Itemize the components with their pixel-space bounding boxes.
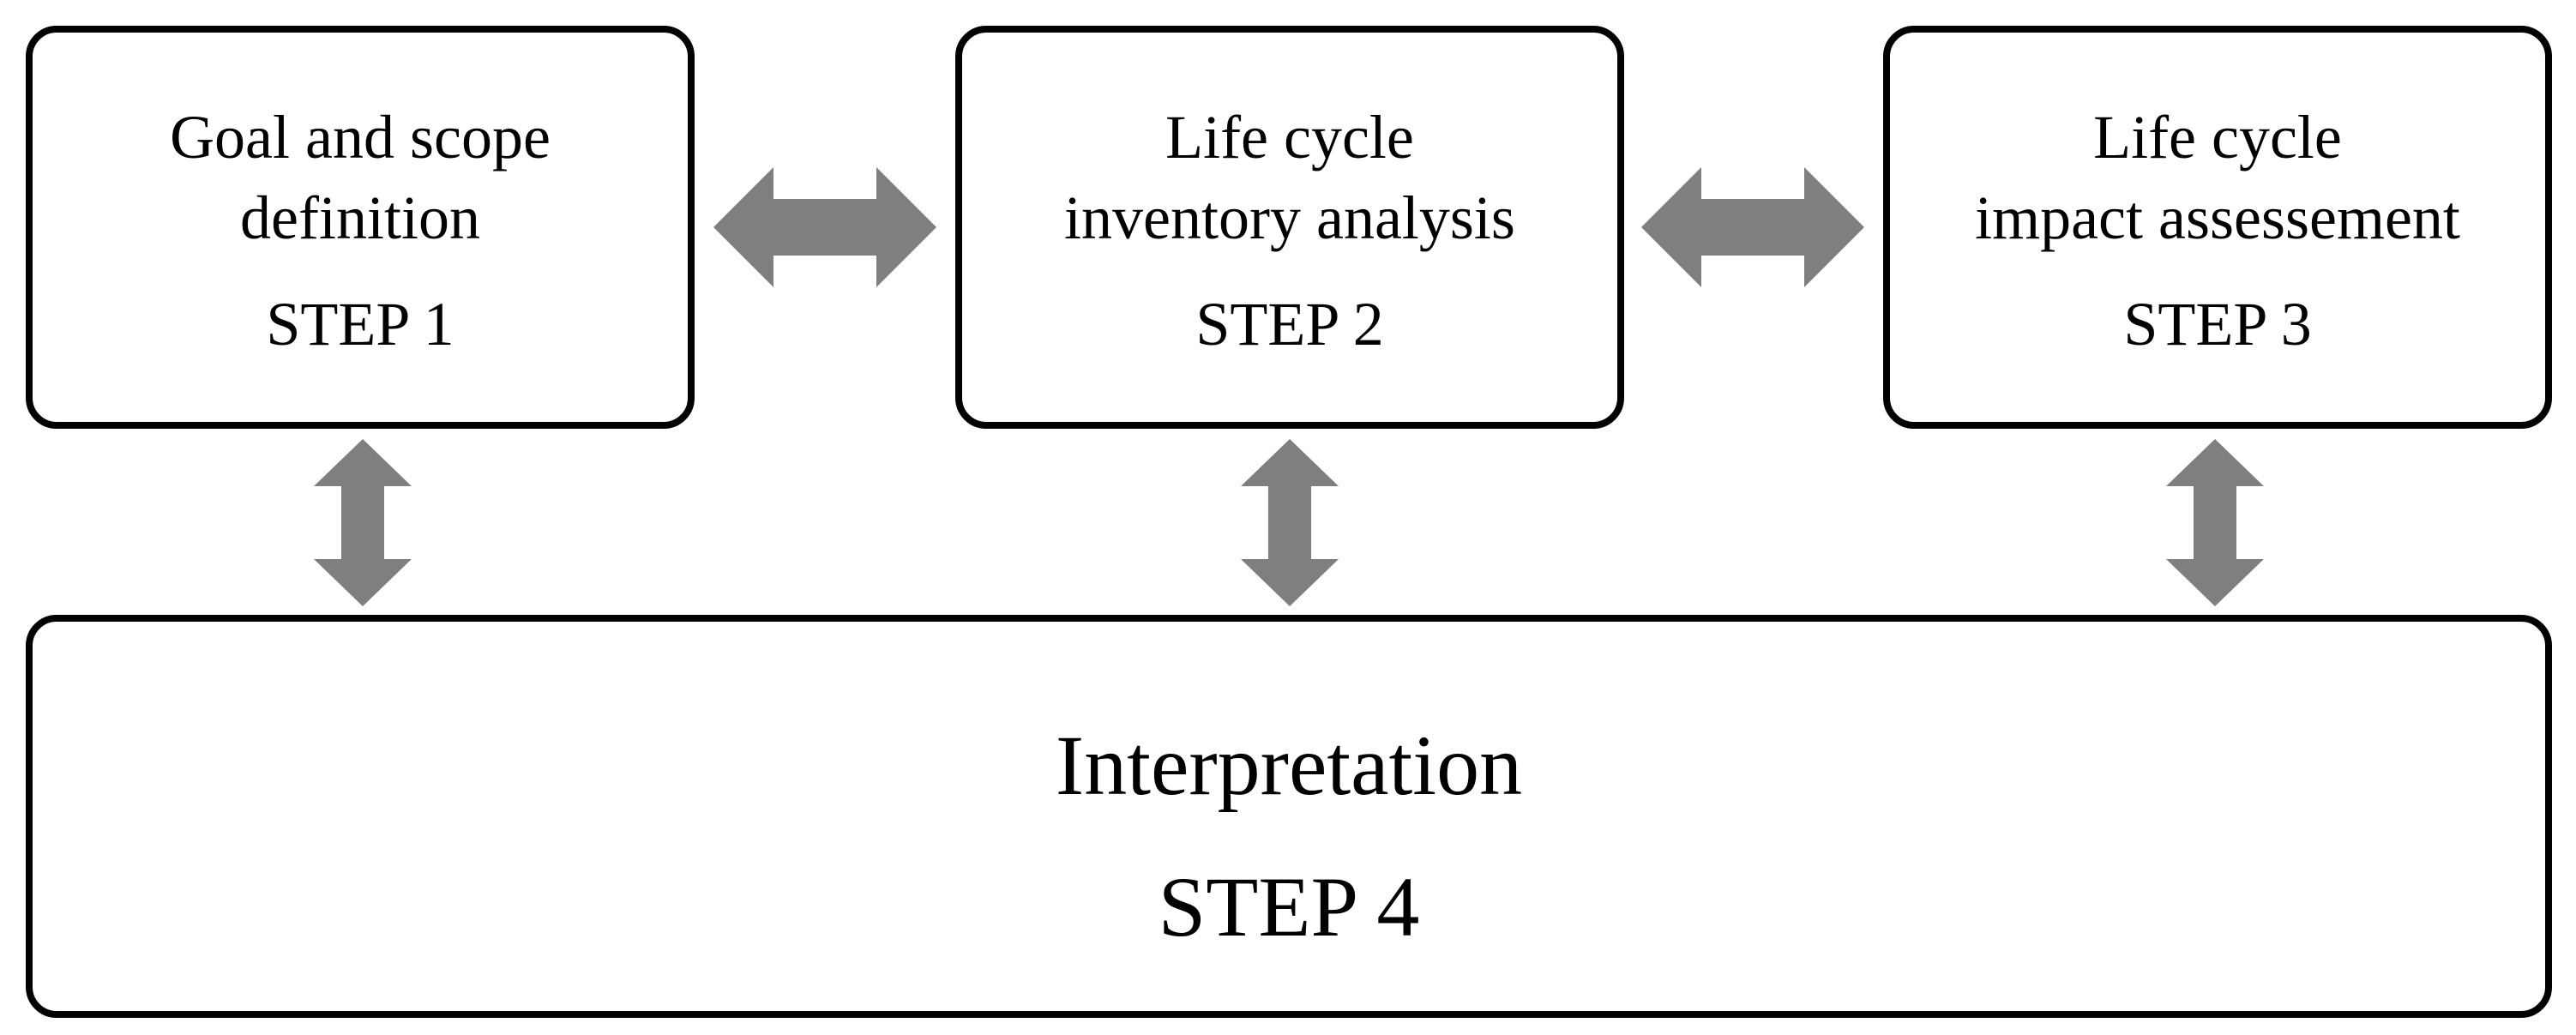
step-3-title: Life cycle impact assessement [1975, 97, 2460, 258]
step-4-title: Interpretation [1055, 718, 1523, 813]
step-4-label: STEP 4 [1158, 859, 1420, 954]
arrow-step2-step3 [1641, 167, 1864, 287]
step-3-box: Life cycle impact assessement STEP 3 [1883, 26, 2552, 429]
step-1-label: STEP 1 [266, 290, 454, 358]
step-4-box: Interpretation STEP 4 [26, 615, 2552, 1018]
step-3-label: STEP 3 [2123, 290, 2312, 358]
step-1-title: Goal and scope definition [170, 97, 551, 258]
arrow-step3-step4 [2166, 439, 2264, 606]
step-2-box: Life cycle inventory analysis STEP 2 [955, 26, 1624, 429]
step-1-title-line-2: definition [240, 184, 480, 252]
step-3-title-line-2: impact assessement [1975, 184, 2460, 252]
step-1-title-line-1: Goal and scope [170, 103, 551, 171]
step-2-title-line-2: inventory analysis [1064, 184, 1515, 252]
step-2-label: STEP 2 [1195, 290, 1384, 358]
step-2-title-line-1: Life cycle [1165, 103, 1414, 171]
arrow-step1-step2 [713, 167, 936, 287]
arrow-step1-step4 [314, 439, 412, 606]
step-1-box: Goal and scope definition STEP 1 [26, 26, 695, 429]
step-2-title: Life cycle inventory analysis [1064, 97, 1515, 258]
step-3-title-line-1: Life cycle [2093, 103, 2342, 171]
arrow-step2-step4 [1241, 439, 1339, 606]
